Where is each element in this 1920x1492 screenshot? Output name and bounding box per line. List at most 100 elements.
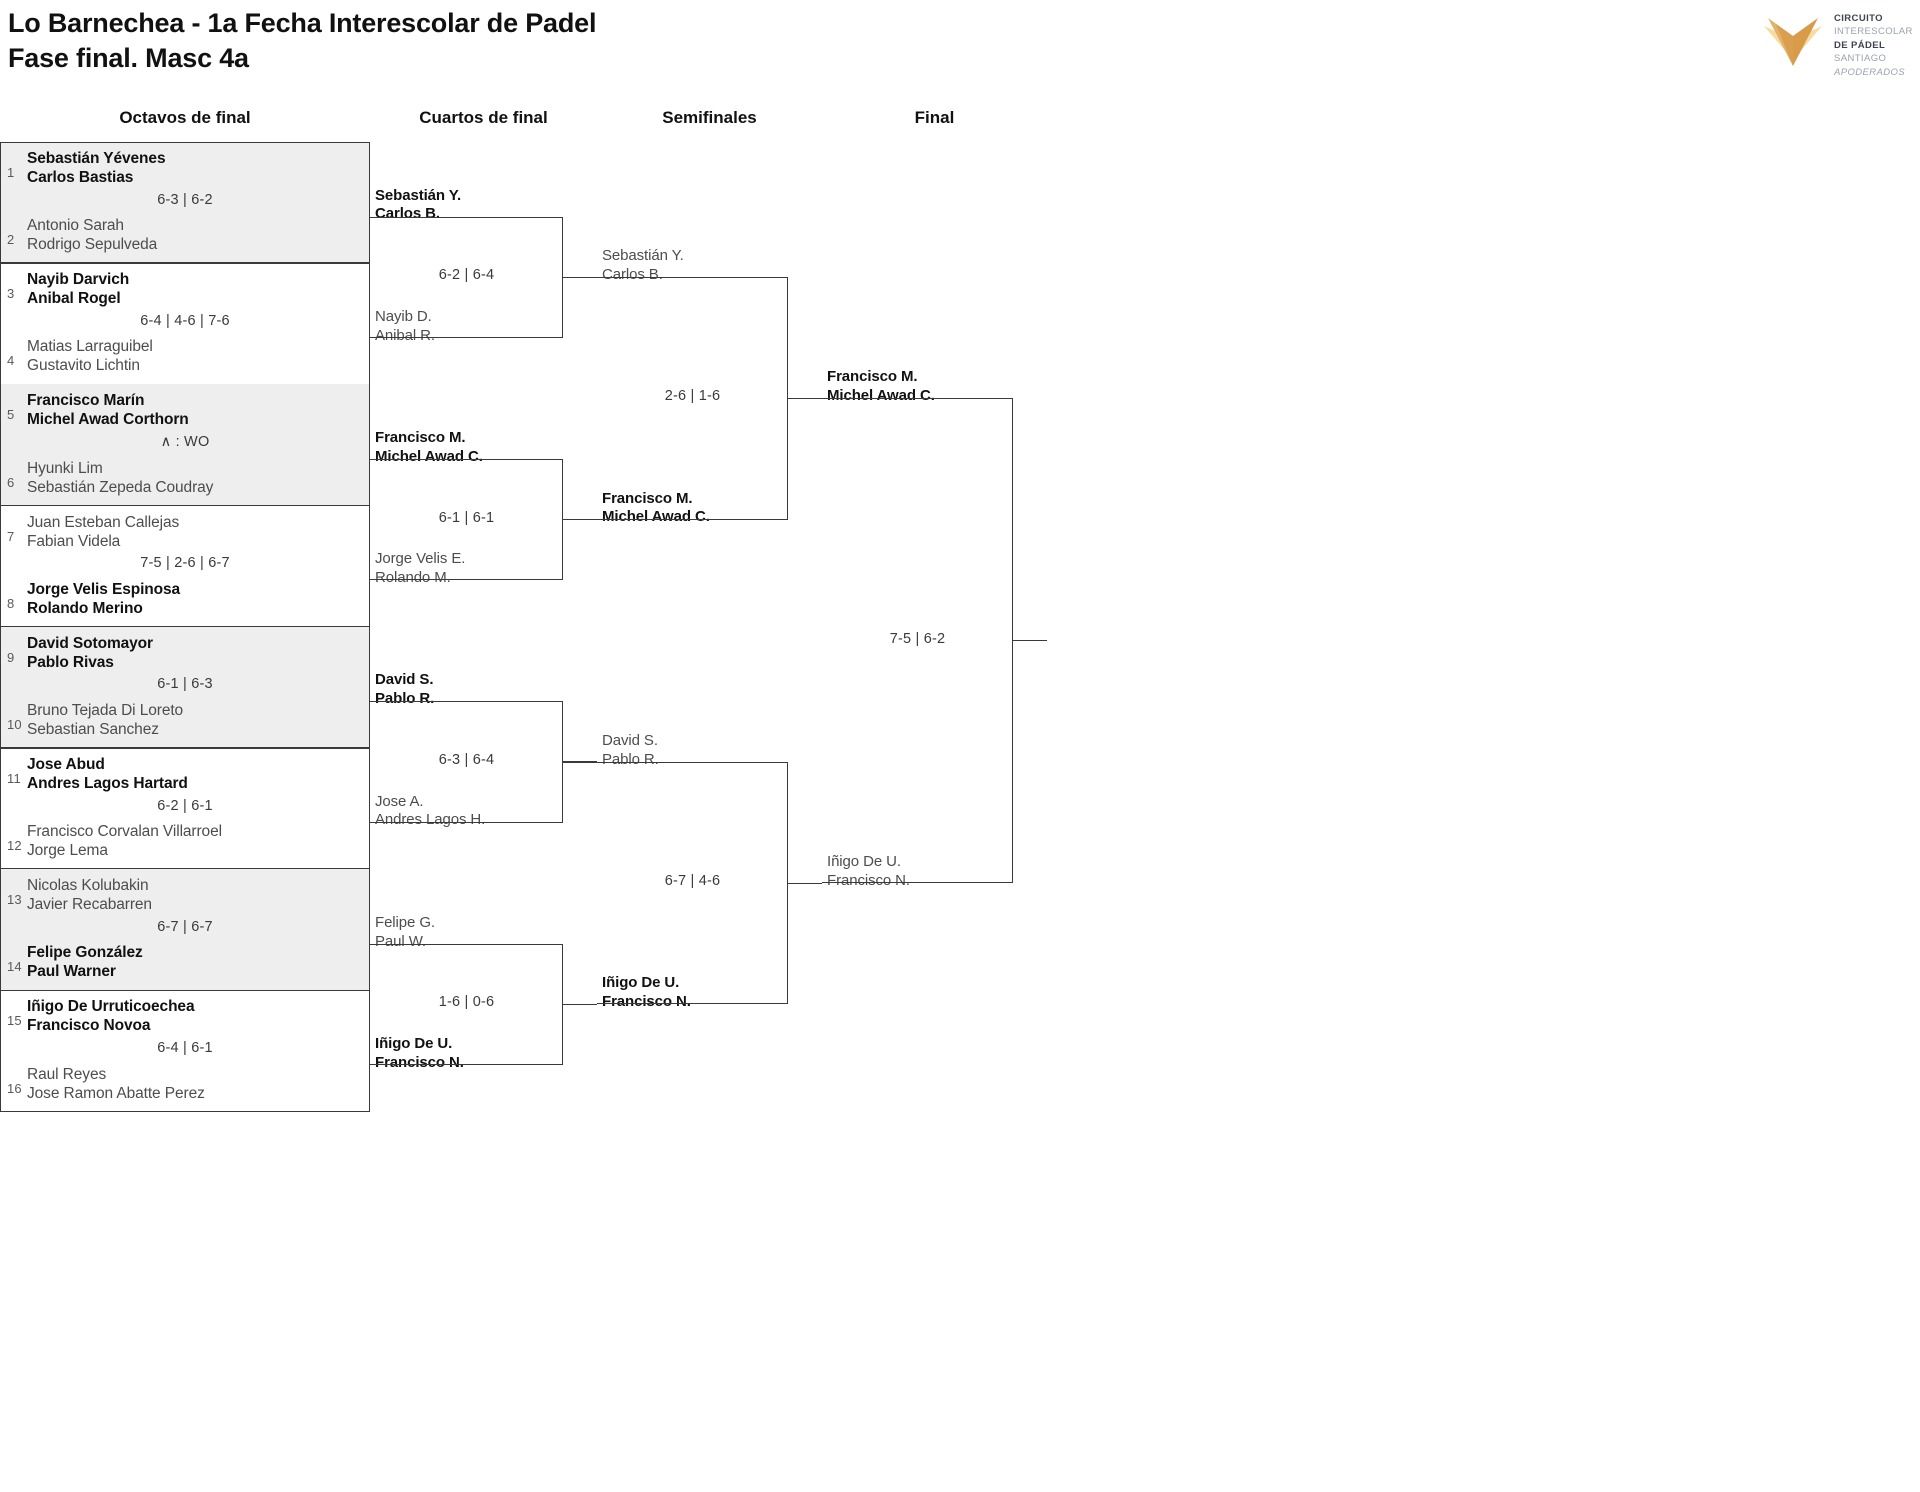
match-score: ∧ : WO — [160, 434, 210, 450]
match-score: 6-4 | 4-6 | 7-6 — [140, 312, 230, 329]
seed-number: 14 — [7, 959, 22, 975]
bracket-row-r1[interactable] — [0, 808, 370, 870]
team-names[interactable]: Sebastián Y. Carlos B. — [375, 186, 462, 223]
team-names[interactable]: Jorge Velis Espinosa Rolando Merino — [27, 580, 181, 617]
team-names[interactable]: Matias Larraguibel Gustavito Lichtin — [27, 338, 153, 375]
seed-number: 8 — [7, 595, 15, 611]
team-names[interactable]: Felipe González Paul Warner — [27, 944, 143, 981]
bracket-row-r1[interactable] — [0, 505, 370, 567]
logo-line-1: CIRCUITO — [1834, 13, 1883, 24]
bracket-connector — [597, 762, 788, 1005]
team-names[interactable]: Jose A. Andres Lagos H. — [375, 792, 486, 829]
team-names[interactable]: Nayib D. Anibal R. — [375, 307, 435, 344]
round-heading-octavos: Octavos de final — [119, 108, 251, 127]
team-names[interactable]: Iñigo De Urruticoechea Francisco Novoa — [27, 998, 195, 1035]
bracket-row-r1[interactable] — [0, 566, 370, 627]
team-names[interactable]: Jorge Velis E. Rolando M. — [375, 550, 466, 586]
bracket-stub — [563, 1003, 597, 1006]
match-score: 2-6 | 1-6 — [664, 388, 721, 405]
team-names[interactable]: Sebastián Y. Carlos B. — [602, 247, 684, 283]
bracket-row-r1[interactable] — [0, 626, 370, 688]
match-score: 6-2 | 6-1 — [157, 797, 213, 814]
match-score: 6-1 | 6-3 — [157, 676, 213, 693]
seed-number: 12 — [7, 838, 22, 854]
bracket-row-r1[interactable] — [0, 687, 370, 748]
row-divider — [0, 989, 370, 992]
match-score: 6-3 | 6-2 — [157, 191, 213, 208]
team-names[interactable]: Antonio Sarah Rodrigo Sepulveda — [27, 217, 158, 254]
logo-line-3: DE PÁDEL — [1834, 39, 1886, 51]
team-names[interactable]: Jose Abud Andres Lagos Hartard — [27, 756, 188, 792]
logo-line-5: APODERADOS — [1834, 66, 1906, 78]
seed-number: 4 — [7, 353, 15, 369]
seed-number: 1 — [7, 165, 15, 180]
team-names[interactable]: Sebastián Yévenes Carlos Bastias — [27, 150, 166, 186]
team-names[interactable]: Francisco Marín Michel Awad Corthorn — [27, 392, 189, 429]
team-names[interactable]: David S. Pablo R. — [602, 732, 659, 768]
bracket-connector — [370, 701, 563, 823]
bracket-row-r1[interactable] — [0, 929, 370, 991]
bracket-connector — [370, 943, 563, 1065]
bracket-row-r1[interactable] — [0, 263, 370, 324]
bracket-connector — [370, 216, 563, 338]
bracket-stub — [1013, 640, 1047, 642]
seed-number: 9 — [7, 649, 15, 665]
team-names[interactable]: Felipe G. Paul W. — [375, 913, 435, 950]
team-names[interactable]: Hyunki Lim Sebastián Zepeda Coudray — [27, 459, 214, 496]
seed-number: 3 — [7, 286, 15, 302]
bracket-row-r1[interactable] — [0, 384, 370, 445]
bracket-stub — [788, 397, 822, 400]
team-names[interactable]: Iñigo De U. Francisco N. — [375, 1035, 464, 1071]
team-names[interactable]: Nayib Darvich Anibal Rogel — [27, 271, 130, 308]
team-names[interactable]: Juan Esteban Callejas Fabian Videla — [27, 513, 180, 550]
seed-number: 11 — [7, 771, 21, 786]
seed-number: 15 — [7, 1013, 22, 1029]
title-line-1: Lo Barnechea - 1a Fecha Interescolar de … — [8, 8, 597, 38]
page-title: Lo Barnechea - 1a Fecha Interescolar de … — [8, 6, 596, 75]
seed-number: 5 — [7, 407, 15, 423]
bracket-row-r1[interactable] — [0, 445, 370, 506]
match-score: 7-5 | 2-6 | 6-7 — [140, 555, 230, 572]
bracket-row-r1[interactable] — [0, 869, 370, 930]
bracket-row-r1[interactable] — [0, 202, 370, 264]
row-divider — [0, 504, 370, 507]
team-names[interactable]: Nicolas Kolubakin Javier Recabarren — [27, 877, 152, 914]
bracket-row-r1[interactable] — [0, 323, 370, 385]
bracket-connector — [822, 398, 1013, 884]
team-names[interactable]: David S. Pablo R. — [375, 671, 435, 708]
seed-number: 7 — [7, 528, 15, 544]
bracket-stub — [563, 518, 597, 521]
bracket-stub — [788, 882, 822, 884]
team-names[interactable]: Iñigo De U. Francisco N. — [602, 974, 691, 1011]
bracket-connector — [370, 459, 563, 581]
tournament-logo: CIRCUITO INTERESCOLAR DE PÁDEL SANTIAGO … — [1762, 8, 1912, 78]
seed-number: 6 — [7, 474, 15, 490]
row-divider — [0, 747, 370, 749]
round-heading-cuartos: Cuartos de final — [419, 108, 548, 127]
team-names[interactable]: David Sotomayor Pablo Rivas — [27, 634, 153, 671]
bracket-connector — [597, 277, 788, 520]
team-names[interactable]: Iñigo De U. Francisco N. — [827, 853, 910, 889]
row-divider — [0, 262, 370, 264]
seed-number: 13 — [7, 892, 22, 908]
seed-number: 10 — [7, 717, 22, 732]
team-names[interactable]: Francisco M. Michel Awad C. — [827, 368, 935, 405]
bracket-row-r1[interactable] — [0, 1051, 370, 1112]
bracket-row-r1[interactable] — [0, 142, 370, 203]
match-score: 7-5 | 6-2 — [889, 630, 946, 647]
team-names[interactable]: Bruno Tejada Di Loreto Sebastian Sanchez — [27, 702, 184, 738]
match-score: 6-3 | 6-4 — [438, 752, 495, 768]
team-names[interactable]: Francisco Corvalan Villarroel Jorge Lema — [27, 823, 222, 860]
seed-number: 16 — [7, 1080, 22, 1096]
team-names[interactable]: Raul Reyes Jose Ramon Abatte Perez — [27, 1065, 205, 1102]
logo-line-4: SANTIAGO — [1834, 53, 1887, 65]
bracket-row-r1[interactable] — [0, 990, 370, 1051]
team-names[interactable]: Francisco M. Michel Awad C. — [375, 429, 483, 465]
logo-text: CIRCUITO INTERESCOLAR DE PÁDEL SANTIAGO … — [1834, 12, 1920, 79]
team-names[interactable]: Francisco M. Michel Awad C. — [602, 489, 710, 526]
match-score: 1-6 | 0-6 — [438, 994, 495, 1011]
title-line-2: Fase final. Masc 4a — [8, 42, 249, 73]
match-score: 6-7 | 4-6 — [664, 873, 721, 890]
bracket-row-r1[interactable] — [0, 748, 370, 809]
